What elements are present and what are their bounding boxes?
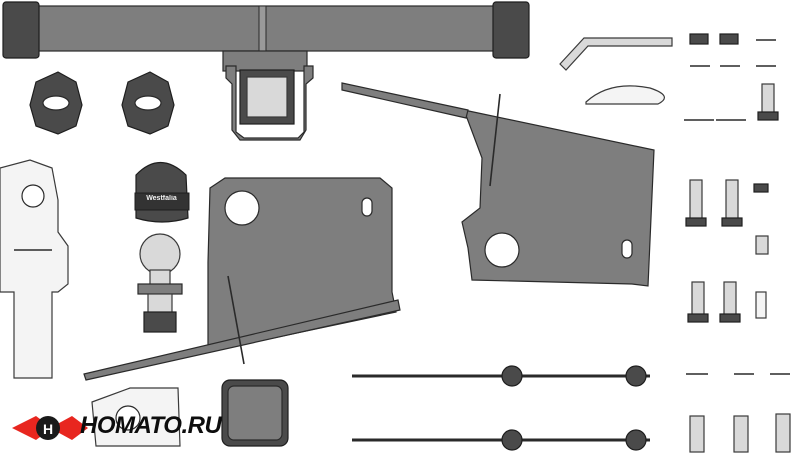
threaded-rods [352,365,650,451]
tow-ball [137,233,183,333]
ball-cover-label: Westfalia [146,195,177,202]
receiver-plug [221,379,289,447]
crossbar [2,1,530,59]
tow-eye-mount [0,159,69,379]
winged-hitch-ball-logo-icon: H [12,416,88,440]
fasteners [684,33,791,453]
rubber-bushing-right [121,71,175,135]
brand-name[interactable]: HOMATO.RU [80,412,222,439]
hitch-clip [585,85,665,105]
svg-text:H: H [43,421,53,437]
side-bracket-right [341,82,655,287]
socket-bracket [91,387,181,447]
rubber-bushing-left [29,71,83,135]
hitch-pin [559,37,673,71]
receiver-bracket [222,50,314,141]
side-bracket-left [83,177,401,381]
ball-cover [134,161,190,223]
